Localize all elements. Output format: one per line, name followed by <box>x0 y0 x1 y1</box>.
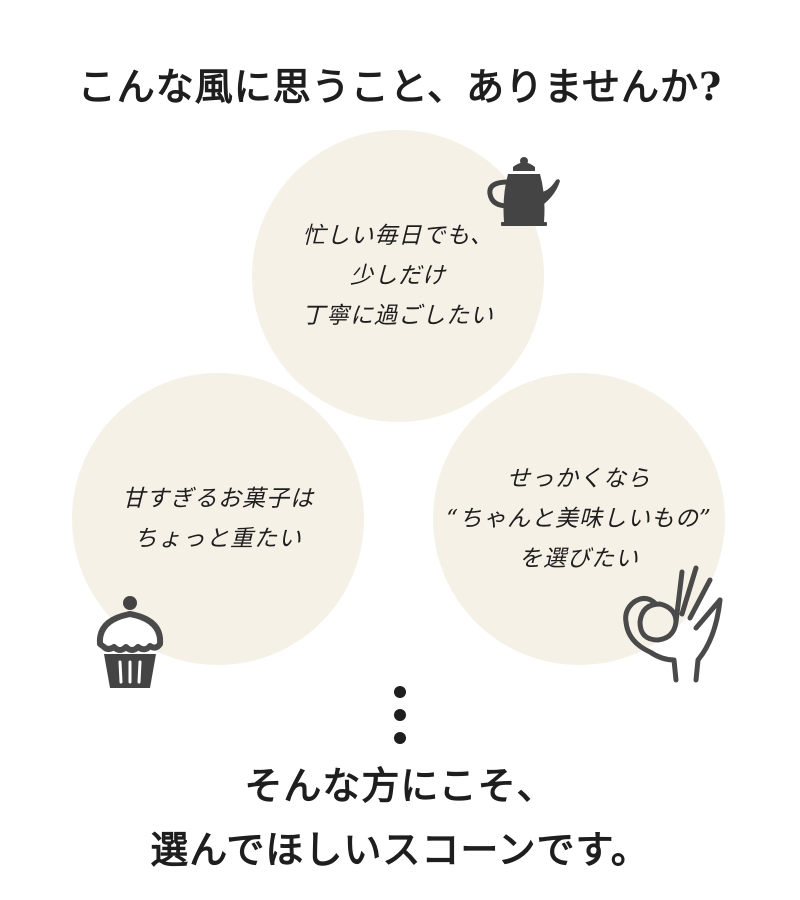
dot <box>394 732 406 744</box>
bubble-line: 忙しい毎日でも、 <box>302 223 494 249</box>
bubble-line: 少しだけ <box>350 263 446 289</box>
dot <box>394 686 406 698</box>
bubble-line: せっかくなら <box>507 466 651 492</box>
bubble-choose-delicious-text: せっかくなら “ちゃんと美味しいもの” を選びたい <box>446 459 712 579</box>
bubble-busy-days: 忙しい毎日でも、 少しだけ 丁寧に過ごしたい <box>252 130 544 422</box>
ellipsis-dots <box>388 686 412 755</box>
conclusion-line: 選んでほしいスコーンです。 <box>150 827 650 872</box>
teapot-icon <box>487 157 560 226</box>
conclusion-text: そんな方にこそ、 選んでほしいスコーンです。 <box>0 754 800 882</box>
ok-hand-icon <box>623 565 723 683</box>
page-title: こんな風に思うこと、ありませんか? <box>77 64 723 110</box>
cupcake-icon <box>96 596 164 688</box>
bubble-line: 甘すぎるお菓子は <box>122 486 314 512</box>
bubble-busy-days-text: 忙しい毎日でも、 少しだけ 丁寧に過ごしたい <box>302 216 494 336</box>
bubble-line: ちょっと重たい <box>134 526 302 552</box>
bubble-line: を選びたい <box>519 546 639 572</box>
dot <box>394 709 406 721</box>
bubble-too-sweet-text: 甘すぎるお菓子は ちょっと重たい <box>122 479 314 559</box>
conclusion-line: そんな方にこそ、 <box>244 763 556 808</box>
bubble-line: 丁寧に過ごしたい <box>302 303 494 329</box>
bubble-line: “ちゃんと美味しいもの” <box>446 506 712 532</box>
